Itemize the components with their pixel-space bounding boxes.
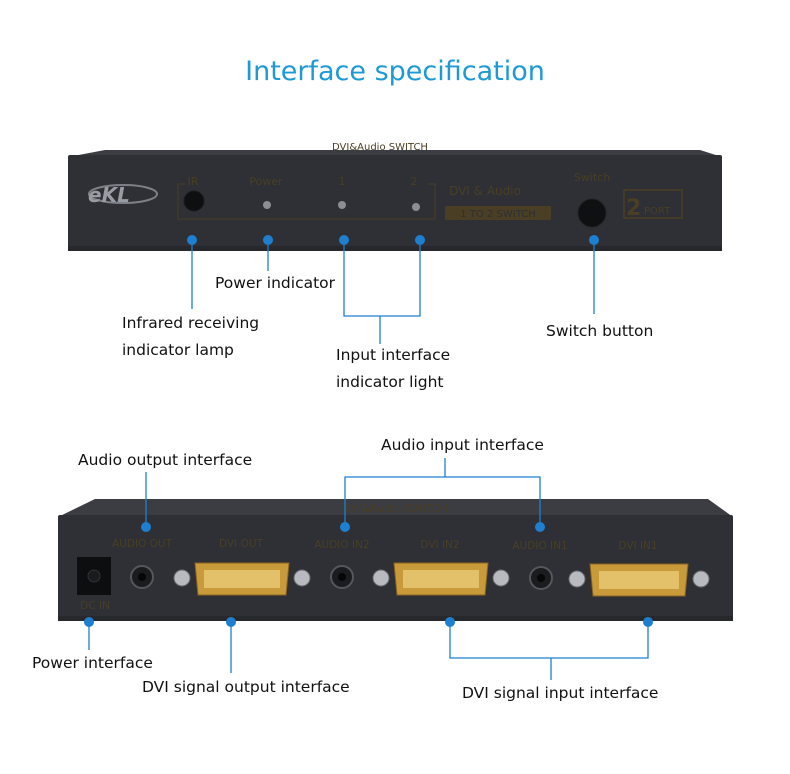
port-label-audio-out: AUDIO OUT (112, 538, 173, 550)
label-power: Power (249, 175, 283, 188)
port-badge-text: PORT (644, 206, 671, 217)
brand-name: eKL (88, 183, 130, 207)
port-label-audio-in2: AUDIO IN2 (314, 539, 369, 551)
product-line-2: 1 TO 2 SWITCH (460, 209, 535, 220)
callout-power-indicator: Power indicator (215, 274, 336, 292)
label-ir: IR (188, 175, 199, 188)
switch-button[interactable] (577, 198, 607, 228)
input-1-led (338, 201, 346, 209)
callout-ir-lamp-line2: indicator lamp (122, 341, 234, 359)
front-top-engraving: DVI&Audio SWITCH (332, 142, 428, 153)
callout-audio-input: Audio input interface (381, 436, 544, 454)
rear-top-engraving: DVI&Audio SWITCH (342, 502, 448, 515)
port-label-dc-in: DC IN (80, 600, 110, 612)
callout-dvi-output: DVI signal output interface (142, 678, 350, 696)
port-badge-number: 2 (626, 196, 641, 221)
audio-in1-jack[interactable] (529, 566, 553, 590)
audio-in2-jack[interactable] (330, 565, 354, 589)
power-led (263, 201, 271, 209)
port-label-dvi-in1: DVI IN1 (618, 540, 657, 552)
dvi-in1-connector[interactable] (568, 563, 710, 597)
dvi-in2-connector[interactable] (372, 562, 510, 596)
input-2-led (412, 203, 420, 211)
callout-input-light-line1: Input interface (336, 346, 451, 364)
label-switch: Switch (574, 171, 610, 184)
brand-logo: eKL (88, 183, 158, 207)
label-input-1: 1 (339, 175, 346, 188)
port-label-dvi-out: DVI OUT (219, 538, 263, 550)
port-label-audio-in1: AUDIO IN1 (512, 540, 567, 552)
product-line-1: DVI & Audio (449, 184, 521, 198)
callout-ir-lamp-line1: Infrared receiving (122, 314, 260, 332)
page-title: Interface specification (245, 56, 545, 87)
port-label-dvi-in2: DVI IN2 (420, 539, 459, 551)
callout-dvi-input: DVI signal input interface (462, 684, 659, 702)
audio-out-jack[interactable] (130, 565, 154, 589)
label-input-2: 2 (411, 175, 418, 188)
callout-power-interface: Power interface (32, 654, 153, 672)
callout-switch-button: Switch button (546, 322, 654, 340)
callout-input-light-line2: indicator light (336, 373, 444, 391)
ir-receiver-window (183, 190, 205, 212)
dvi-out-connector[interactable] (173, 562, 311, 596)
callout-audio-output: Audio output interface (78, 451, 253, 469)
